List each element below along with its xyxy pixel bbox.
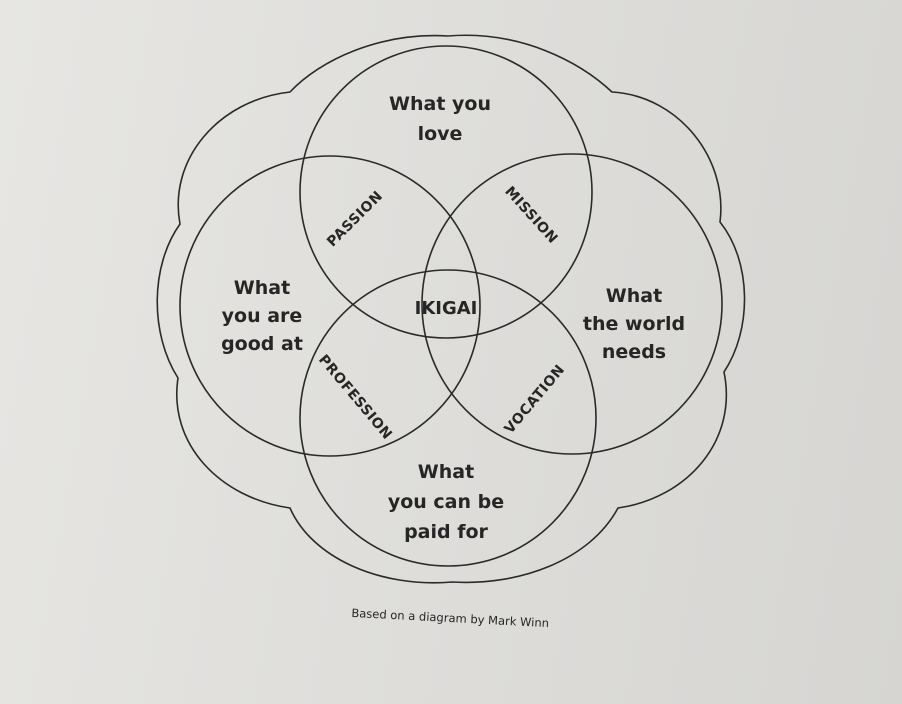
label-paid-for-line3: paid for	[404, 521, 488, 543]
circle-paid-for	[299, 269, 597, 567]
label-good-at-line2: you are	[222, 305, 303, 327]
label-world-needs-line1: What	[606, 285, 662, 307]
circle-world-needs	[421, 153, 723, 455]
circle-what-you-love	[299, 45, 593, 339]
label-love-line2: love	[418, 123, 463, 145]
outer-scalloped-boundary	[156, 34, 746, 584]
label-good-at-line3: good at	[221, 333, 303, 355]
tag-profession: PROFESSION	[315, 352, 395, 443]
label-love-line1: What you	[389, 93, 491, 115]
label-paid-for-line1: What	[418, 461, 474, 483]
tag-vocation: VOCATION	[502, 362, 569, 437]
label-world-needs-line2: the world	[583, 313, 685, 335]
tag-mission: MISSION	[501, 184, 560, 247]
label-good-at-line1: What	[234, 277, 290, 299]
diagram-credit: Based on a diagram by Mark Winn	[351, 606, 549, 630]
tag-passion: PASSION	[324, 188, 386, 250]
circle-good-at	[179, 155, 481, 457]
center-ikigai: IKIGAI	[415, 298, 478, 319]
label-paid-for-line2: you can be	[388, 491, 504, 513]
label-world-needs-line3: needs	[602, 341, 666, 363]
